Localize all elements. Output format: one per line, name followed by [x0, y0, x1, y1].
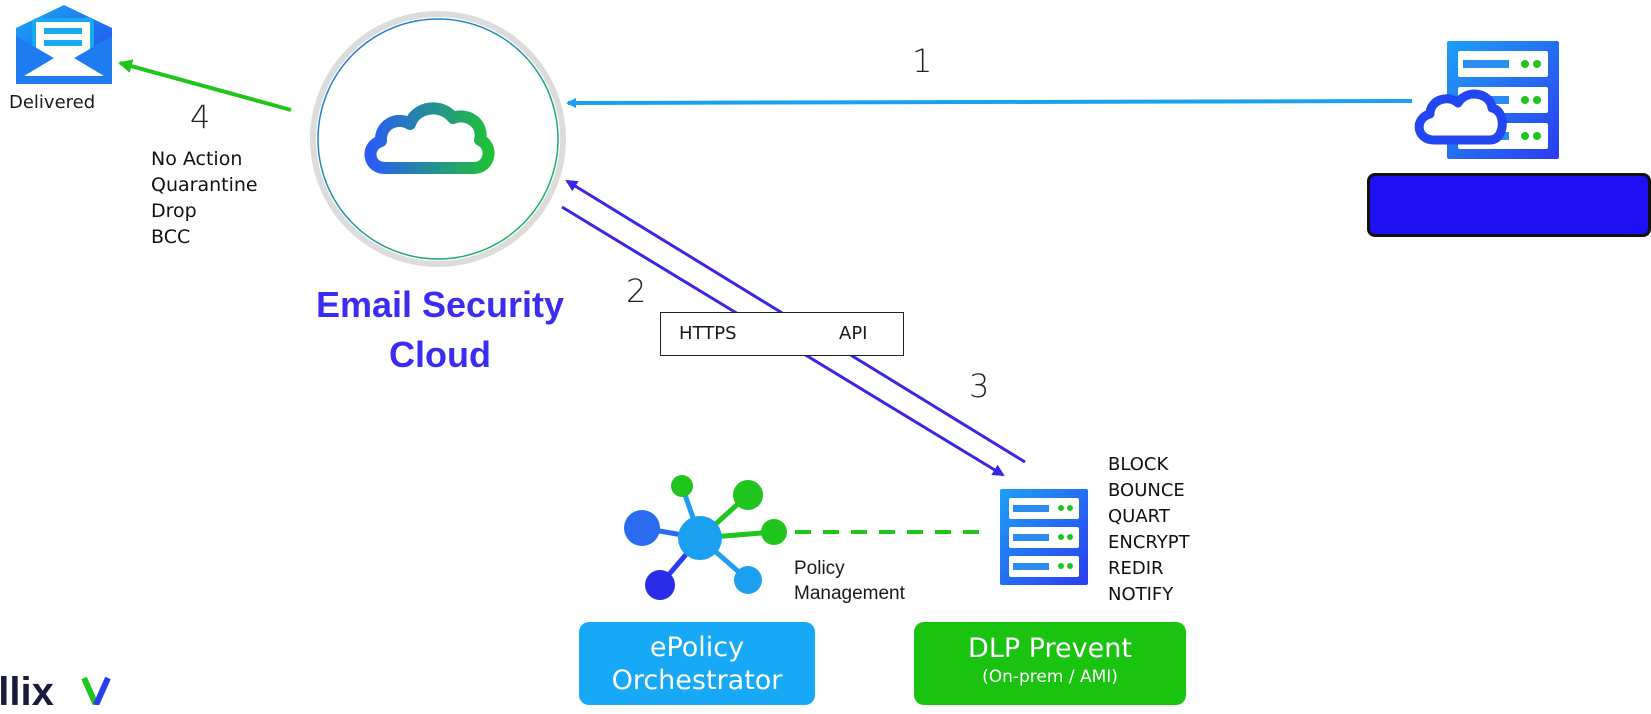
brand-logo-mark	[81, 676, 111, 705]
dlp-server-icon	[1000, 489, 1088, 585]
epolicy-orchestrator-node: ePolicy Orchestrator	[579, 622, 815, 705]
email-cloud-title-line1: Email Security	[315, 284, 565, 325]
mail-open-icon	[16, 5, 112, 84]
delivered-label: Delivered	[9, 92, 96, 113]
brand-logo-text: ellix	[0, 670, 54, 714]
cloud-icon	[364, 102, 495, 174]
cloud-action-item: Quarantine	[151, 174, 258, 196]
policy-management-label: Policy Management	[794, 556, 905, 606]
dlp-prevent-node: DLP Prevent (On-prem / AMI)	[914, 622, 1186, 705]
protocol-https-label: HTTPS	[679, 323, 737, 344]
email-cloud-title: Email Security Cloud	[300, 280, 580, 380]
dlp-action-item: ENCRYPT	[1108, 532, 1190, 553]
arrow-step-1	[566, 97, 1413, 108]
cloud-action-item: No Action	[151, 148, 243, 170]
arrow-step-4	[118, 59, 292, 112]
dlp-title: DLP Prevent	[968, 633, 1132, 664]
protocol-api-label: API	[839, 323, 868, 344]
step-1-number: 1	[912, 42, 933, 80]
step-3-number: 3	[969, 367, 990, 405]
hub-network-icon	[624, 475, 787, 600]
email-cloud-title-line2: Cloud	[389, 334, 491, 375]
dlp-subtitle: (On-prem / AMI)	[982, 667, 1118, 687]
policy-label-line2: Management	[794, 583, 905, 604]
policy-label-line1: Policy	[794, 558, 845, 579]
epo-line1: ePolicy	[649, 632, 745, 663]
dlp-action-item: NOTIFY	[1108, 584, 1174, 605]
cloud-action-list: No Action Quarantine Drop BCC	[151, 146, 258, 250]
cloud-action-item: Drop	[151, 200, 197, 222]
dlp-action-item: REDIR	[1108, 558, 1164, 579]
epo-line2: Orchestrator	[611, 665, 783, 696]
cloud-action-item: BCC	[151, 226, 191, 248]
step-4-number: 4	[190, 98, 211, 136]
email-cloud-node	[310, 11, 566, 267]
dlp-action-item: BOUNCE	[1108, 480, 1185, 501]
dlp-action-item: QUART	[1108, 506, 1170, 527]
dlp-action-item: BLOCK	[1108, 454, 1169, 475]
dlp-action-list: BLOCK BOUNCE QUART ENCRYPT REDIR NOTIFY	[1108, 452, 1190, 608]
step-2-number: 2	[626, 272, 647, 310]
protocol-box: HTTPS API	[660, 312, 904, 356]
cloud-server-icon	[1414, 41, 1559, 159]
server-label-bar	[1367, 173, 1651, 237]
